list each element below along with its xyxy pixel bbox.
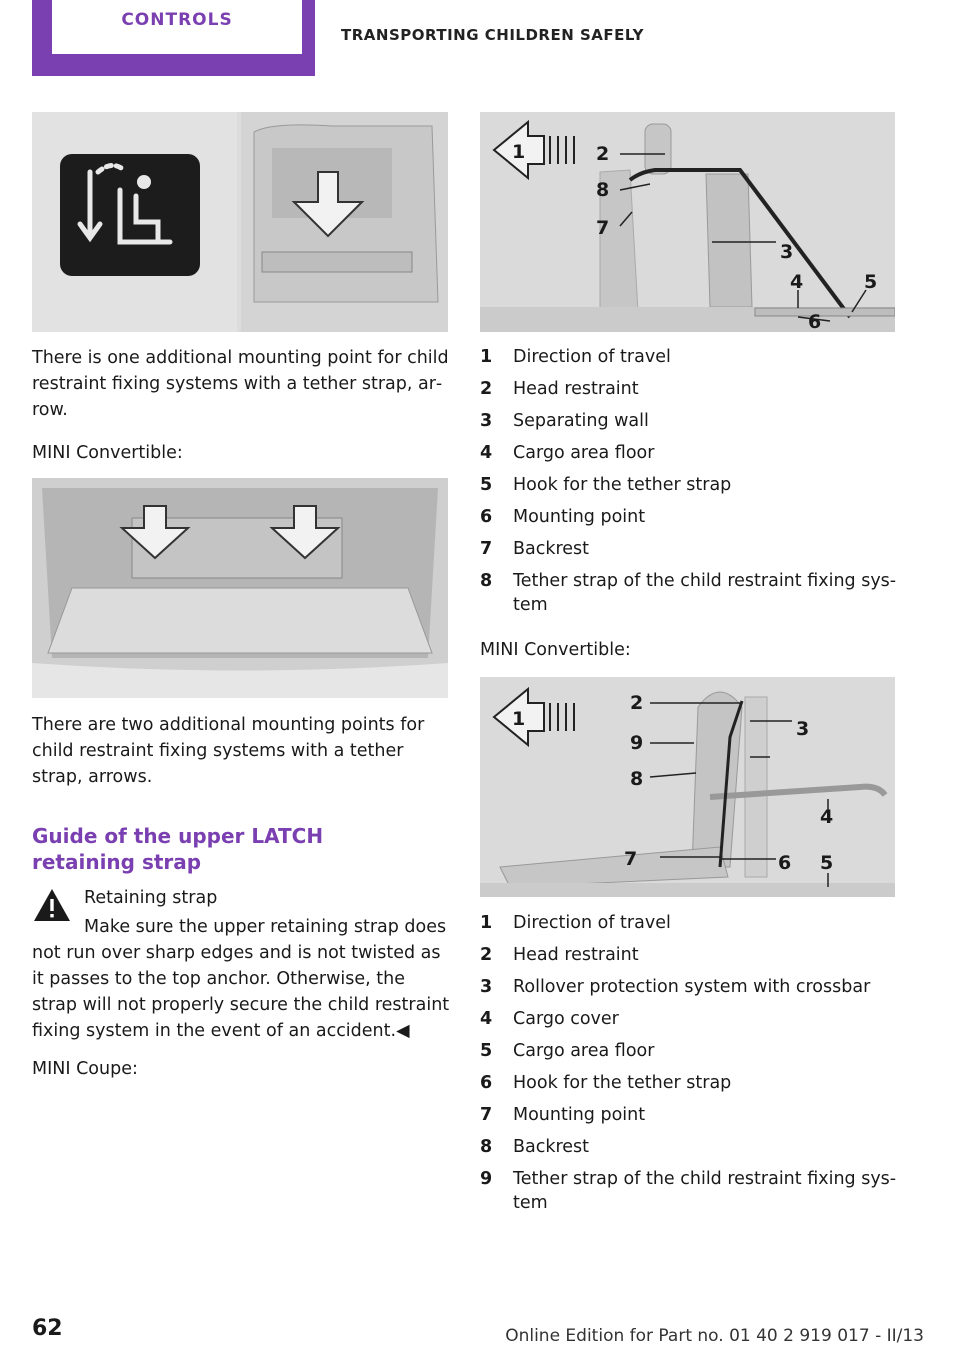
warning-title: Retaining strap: [84, 888, 218, 908]
tether-diagram-one: 1 2 8 7 3 4 5 6: [480, 112, 895, 332]
paragraph-two-anchors: There are two additional mounting points…: [32, 715, 425, 787]
item-number: 5: [480, 1041, 493, 1061]
list-item: 2 Head restraint: [480, 377, 910, 401]
callout-8: 8: [630, 768, 643, 790]
item-number: 2: [480, 379, 493, 399]
mini-coupe-label: MINI Coupe:: [32, 1059, 138, 1079]
item-label: Direction of travel: [513, 913, 671, 933]
list-item: 8 Backrest: [480, 1135, 910, 1159]
callout-9: 9: [630, 732, 643, 754]
item-label: Mounting point: [513, 1105, 646, 1125]
callout-3: 3: [780, 241, 793, 263]
warning-text: Make sure the upper retaining strap does…: [32, 917, 450, 1041]
list-item: 4 Cargo area floor: [480, 441, 910, 465]
callout-4: 4: [790, 271, 803, 293]
tether-anchor-photo: [32, 112, 448, 332]
callout-2: 2: [596, 143, 609, 165]
callout-7: 7: [624, 848, 637, 870]
item-label: Hook for the tether strap: [513, 1073, 732, 1093]
item-label: Rollover protection system with crossbar: [513, 977, 871, 997]
callout-6: 6: [808, 311, 821, 332]
controls-tab-label: CONTROLS: [52, 0, 302, 54]
callout-3: 3: [796, 718, 809, 740]
item-label: Cargo cover: [513, 1009, 619, 1029]
latch-guide-heading: Guide of the upper LATCH retaining strap: [32, 824, 324, 874]
list-item: 9 Tether strap of the child restraint fix…: [480, 1167, 910, 1215]
list-item: 6 Mounting point: [480, 505, 910, 529]
item-number: 8: [480, 1137, 493, 1157]
list-item: 4 Cargo cover: [480, 1007, 910, 1031]
item-number: 3: [480, 411, 493, 431]
item-number: 3: [480, 977, 493, 997]
item-number: 7: [480, 1105, 493, 1125]
item-label: Cargo area floor: [513, 1041, 655, 1061]
item-label: Backrest: [513, 1137, 590, 1157]
item-number: 9: [480, 1169, 493, 1189]
list-item: 1 Direction of travel: [480, 911, 910, 935]
controls-tab[interactable]: CONTROLS: [32, 0, 315, 76]
list-item: 7 Mounting point: [480, 1103, 910, 1127]
item-label: Hook for the tether strap: [513, 475, 732, 495]
legend-list-two: 1 Direction of travel 2 Head restraint 3 Ro…: [480, 911, 910, 1223]
item-number: 7: [480, 539, 493, 559]
item-number: 5: [480, 475, 493, 495]
item-label: Backrest: [513, 539, 590, 559]
page-number: 62: [32, 1316, 63, 1341]
item-number: 6: [480, 1073, 493, 1093]
item-label: Head restraint: [513, 379, 639, 399]
item-number: 8: [480, 571, 493, 591]
section-title: TRANSPORTING CHILDREN SAFELY: [341, 26, 644, 44]
callout-6: 6: [778, 852, 791, 874]
list-item: 6 Hook for the tether strap: [480, 1071, 910, 1095]
warning-triangle-icon: [34, 889, 70, 921]
callout-8: 8: [596, 179, 609, 201]
item-label: Head restraint: [513, 945, 639, 965]
list-item: 5 Hook for the tether strap: [480, 473, 910, 497]
edition-footer: Online Edition for Part no. 01 40 2 919 …: [505, 1326, 924, 1346]
list-item: 8 Tether strap of the child restraint fix…: [480, 569, 910, 617]
list-item: 7 Backrest: [480, 537, 910, 561]
item-label: Direction of travel: [513, 347, 671, 367]
callout-1: 1: [512, 708, 525, 730]
convertible-trunk-photo: [32, 478, 448, 698]
direction-arrow-icon: [492, 686, 575, 748]
direction-arrow-icon: [492, 119, 575, 181]
callout-2: 2: [630, 692, 643, 714]
paragraph-one-anchor: There is one additional mounting point f…: [32, 348, 449, 420]
mini-convertible-label-left: MINI Convertible:: [32, 443, 183, 463]
callout-4: 4: [820, 806, 833, 828]
list-item: 1 Direction of travel: [480, 345, 910, 369]
item-label: Tether strap of the child restraint fixi…: [513, 1169, 897, 1213]
child-seat-symbol-icon: [77, 163, 173, 245]
item-number: 4: [480, 1009, 493, 1029]
diagram-two-leader-lines: [649, 702, 829, 887]
item-number: 6: [480, 507, 493, 527]
list-item: 3 Separating wall: [480, 409, 910, 433]
mini-convertible-label-right: MINI Convertible:: [480, 640, 631, 660]
item-label: Separating wall: [513, 411, 649, 431]
item-number: 1: [480, 913, 493, 933]
item-number: 1: [480, 347, 493, 367]
list-item: 5 Cargo area floor: [480, 1039, 910, 1063]
list-item: 2 Head restraint: [480, 943, 910, 967]
callout-7: 7: [596, 217, 609, 239]
diagram-one-leader-lines: [619, 153, 867, 322]
legend-list-one: 1 Direction of travel 2 Head restraint 3 Se…: [480, 345, 910, 625]
callout-5: 5: [864, 271, 877, 293]
item-number: 2: [480, 945, 493, 965]
item-label: Mounting point: [513, 507, 646, 527]
callout-1: 1: [512, 141, 525, 163]
item-label: Cargo area floor: [513, 443, 655, 463]
item-number: 4: [480, 443, 493, 463]
item-label: Tether strap of the child restraint fixi…: [513, 571, 897, 615]
tether-diagram-two: 1 2 9 8 3 4 7 6 5: [480, 677, 895, 897]
list-item: 3 Rollover protection system with crossba…: [480, 975, 910, 999]
callout-5: 5: [820, 852, 833, 874]
